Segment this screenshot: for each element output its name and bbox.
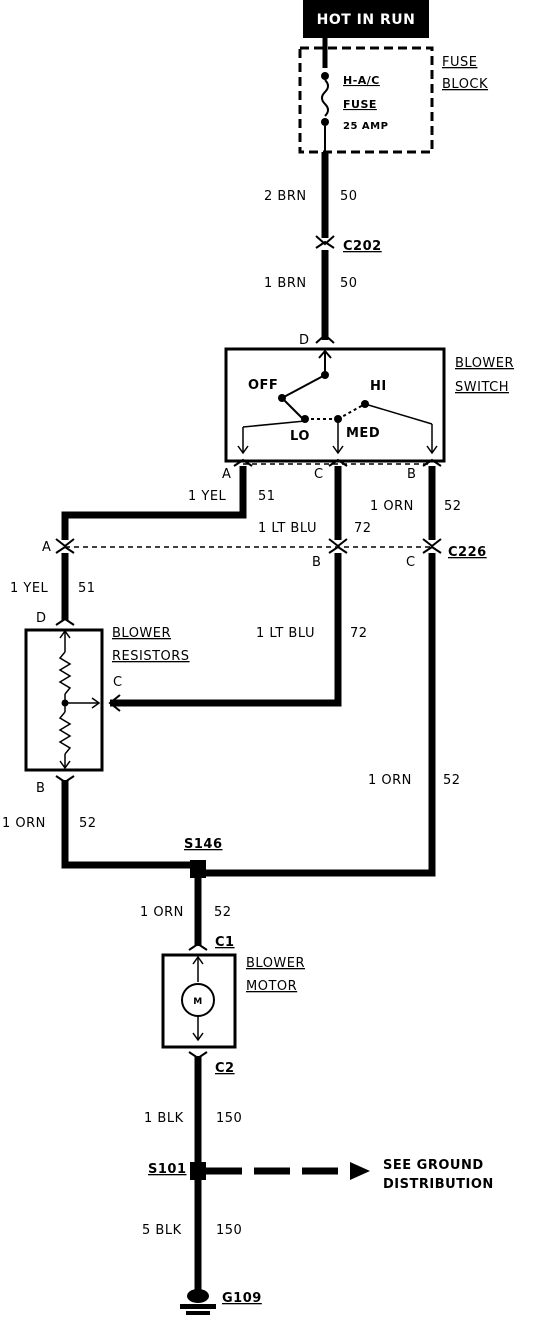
blower-resistors: BLOWER RESISTORS C [24, 626, 190, 772]
connector-c202: C202 [315, 235, 382, 254]
terminal-label: C [113, 675, 123, 690]
splice-s101: S101 SEE GROUND DISTRIBUTION [148, 1158, 494, 1192]
wire-yel-lower: 1 YEL 51 D [10, 553, 96, 626]
wire-brn-lower: 1 BRN 50 D [264, 250, 358, 348]
blower-motor-title-1: BLOWER [246, 956, 305, 971]
fuse-label: FUSE [343, 98, 377, 111]
switch-pos-off: OFF [248, 378, 278, 393]
switch-pos-med: MED [346, 426, 380, 441]
connector-c1-label: C1 [215, 935, 235, 950]
connector-c226-label: C226 [448, 545, 487, 560]
wire-circuit-label: 72 [354, 521, 372, 536]
wire-circuit-label: 52 [443, 773, 461, 788]
blower-resistors-title-1: BLOWER [112, 626, 171, 641]
terminal-label: B [312, 555, 321, 570]
wire-circuit-label: 51 [258, 489, 276, 504]
wire-circuit-label: 50 [340, 276, 358, 291]
wire-blk-lower: 5 BLK 150 [142, 1180, 242, 1290]
wire-circuit-label: 51 [78, 581, 96, 596]
connector-c226: A B C C226 [42, 538, 487, 570]
terminal-label: A [222, 467, 231, 482]
wire-size-label: 1 LT BLU [258, 521, 317, 536]
wire-ltblu-lower: 1 LT BLU 72 [108, 553, 368, 712]
terminal-label: C [406, 555, 416, 570]
wire-ltblu-upper: 1 LT BLU 72 [258, 466, 372, 540]
ground-g109: G109 [180, 1289, 262, 1315]
wire-blk-upper: C2 1 BLK 150 [144, 1051, 242, 1162]
blower-switch-title-1: BLOWER [455, 356, 514, 371]
ground-note-line-2: DISTRIBUTION [383, 1177, 494, 1192]
fuse-block-title-2: BLOCK [442, 77, 488, 92]
terminal-label: D [36, 611, 47, 626]
blower-motor-title-2: MOTOR [246, 979, 297, 994]
blower-motor: M BLOWER MOTOR [161, 953, 305, 1049]
wire-orn-upper: 1 ORN 52 [370, 466, 462, 540]
wire-brn-upper: 2 BRN 50 [264, 152, 358, 238]
terminal-label: B [407, 467, 416, 482]
splice-s146: S146 [184, 837, 223, 878]
wire-orn-left: B 1 ORN 52 [2, 775, 198, 869]
switch-connector: A C B [222, 458, 442, 482]
wire-size-label: 1 ORN [370, 499, 414, 514]
terminal-label: C [314, 467, 324, 482]
wire-circuit-label: 72 [350, 626, 368, 641]
terminal-label: A [42, 540, 51, 555]
wire-circuit-label: 50 [340, 189, 358, 204]
wire-size-label: 1 ORN [140, 905, 184, 920]
wire-circuit-label: 150 [216, 1111, 242, 1126]
wire-circuit-label: 52 [214, 905, 232, 920]
connector-c202-label: C202 [343, 239, 382, 254]
wire-yel-upper: 1 YEL 51 [61, 466, 276, 540]
blower-switch: OFF LO MED HI BLOWER SWITCH [224, 347, 514, 463]
wire-circuit-label: 52 [444, 499, 462, 514]
blower-resistors-title-2: RESISTORS [112, 649, 190, 664]
terminal-label: D [299, 333, 310, 348]
terminal-label: B [36, 781, 45, 796]
connector-c2-label: C2 [215, 1061, 235, 1076]
wire-size-label: 2 BRN [264, 189, 307, 204]
fuse-block-title-1: FUSE [442, 55, 477, 70]
blower-switch-title-2: SWITCH [455, 380, 509, 395]
wire-size-label: 1 YEL [10, 581, 49, 596]
splice-s146-label: S146 [184, 837, 223, 852]
switch-pos-hi: HI [370, 379, 387, 394]
switch-pos-lo: LO [290, 429, 310, 444]
fuse-name: H-A/C [343, 74, 380, 87]
ground-label: G109 [222, 1291, 262, 1306]
power-source: HOT IN RUN [303, 0, 429, 38]
wire-size-label: 1 ORN [2, 816, 46, 831]
wire-size-label: 1 LT BLU [256, 626, 315, 641]
fuse-rating: 25 AMP [343, 121, 388, 132]
wire-orn-right: 1 ORN 52 [198, 553, 461, 877]
ground-note-line-1: SEE GROUND [383, 1158, 484, 1173]
wire-size-label: 1 YEL [188, 489, 227, 504]
wire-size-label: 1 BRN [264, 276, 307, 291]
wire-size-label: 5 BLK [142, 1223, 182, 1238]
wire-size-label: 1 BLK [144, 1111, 184, 1126]
motor-symbol: M [193, 997, 202, 1007]
wire-circuit-label: 150 [216, 1223, 242, 1238]
fuse-block: H-A/C FUSE 25 AMP FUSE BLOCK [298, 38, 488, 154]
wire-orn-motor: 1 ORN 52 C1 [140, 876, 235, 951]
wire-size-label: 1 ORN [368, 773, 412, 788]
power-source-label: HOT IN RUN [317, 12, 416, 28]
splice-s101-label: S101 [148, 1162, 187, 1177]
wire-circuit-label: 52 [79, 816, 97, 831]
